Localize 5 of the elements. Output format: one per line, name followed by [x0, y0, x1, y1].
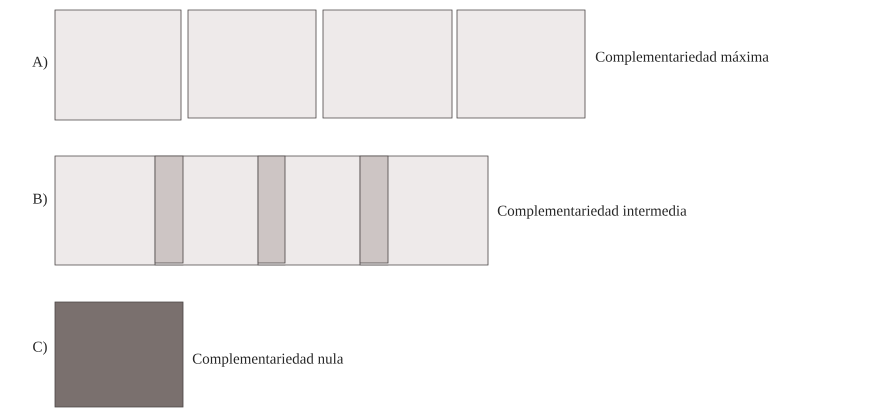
square-block [322, 10, 452, 118]
square-block [188, 10, 316, 118]
square-block [456, 10, 586, 118]
square-block [54, 10, 182, 120]
square-block [54, 302, 184, 408]
